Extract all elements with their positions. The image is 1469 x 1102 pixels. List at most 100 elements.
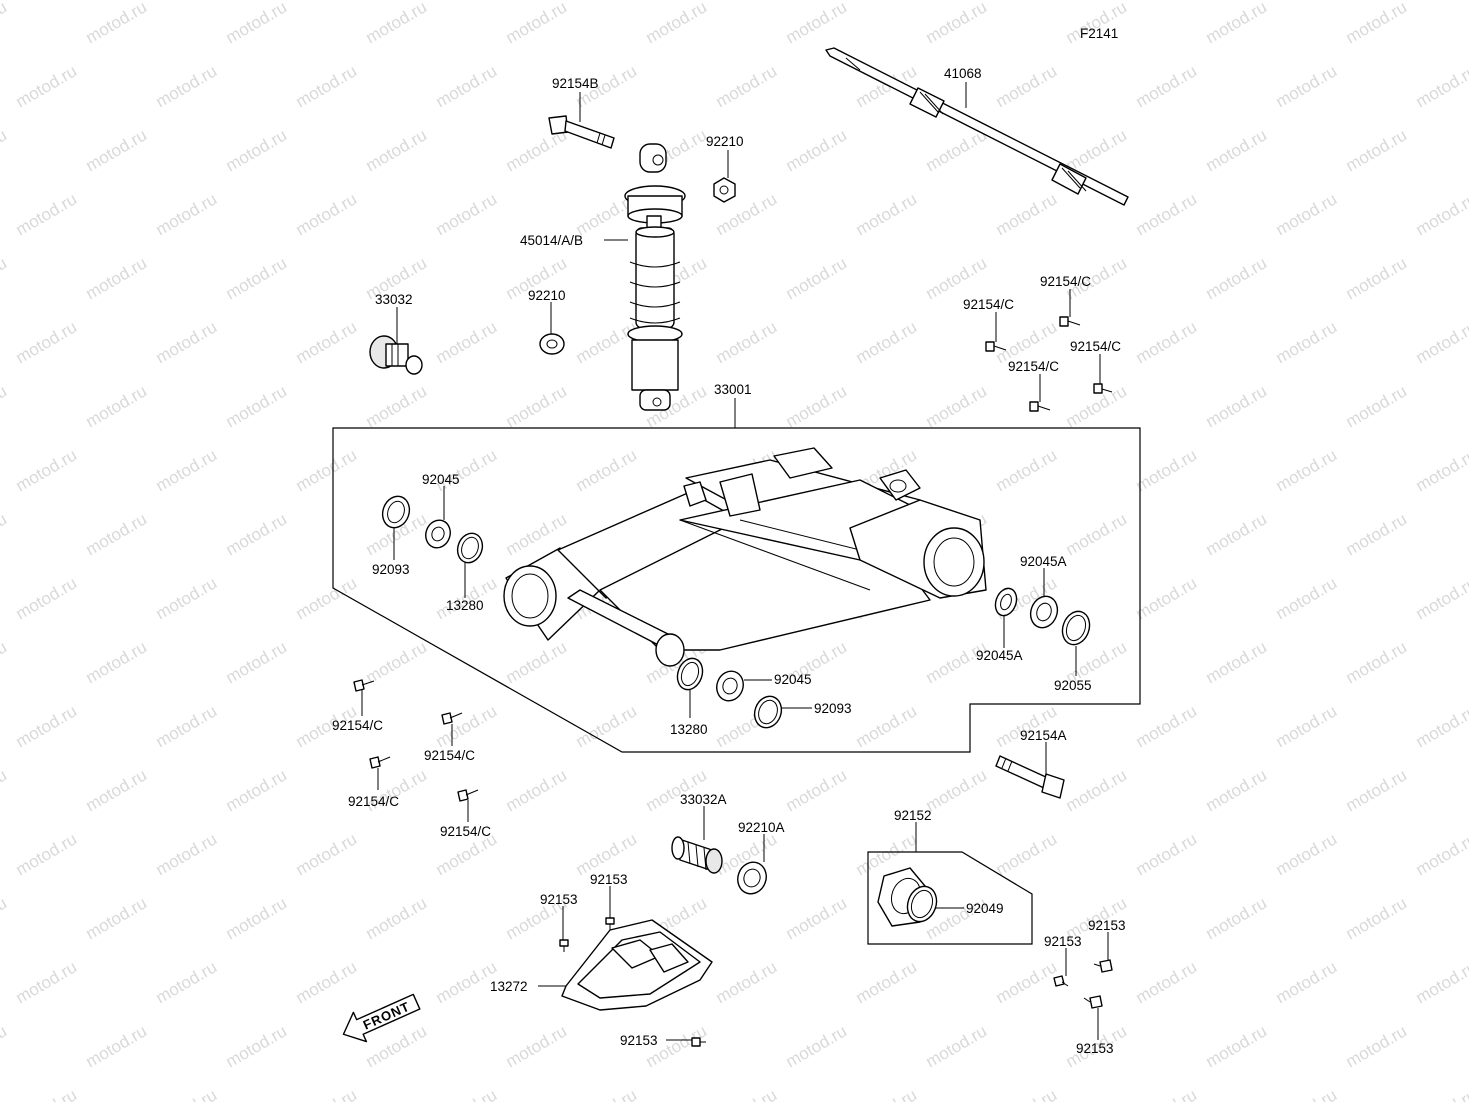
watermark-text: motod.ru: [573, 1085, 641, 1102]
watermark-text: motod.ru: [363, 125, 431, 175]
bolt-92154c-h-part: [457, 789, 479, 802]
watermark-text: motod.ru: [1413, 701, 1469, 751]
watermark-text: motod.ru: [503, 0, 571, 47]
part-label-92093-bottom: 92093: [814, 701, 852, 716]
watermark-text: motod.ru: [1413, 957, 1469, 1007]
watermark-text: motod.ru: [223, 893, 291, 943]
part-label-13280-left: 13280: [446, 598, 484, 613]
bearing-92045-bottom-part: [716, 670, 744, 702]
watermark-text: motod.ru: [153, 445, 221, 495]
watermark-text: motod.ru: [153, 701, 221, 751]
watermark-text: motod.ru: [1413, 573, 1469, 623]
watermark-text: motod.ru: [13, 573, 81, 623]
watermark-text: motod.ru: [783, 125, 851, 175]
watermark-text: motod.ru: [1203, 253, 1271, 303]
watermark-text: motod.ru: [1273, 61, 1341, 111]
watermark-text: motod.ru: [293, 957, 361, 1007]
watermark-text: motod.ru: [1413, 829, 1469, 879]
watermark-text: motod.ru: [1203, 637, 1271, 687]
part-label-92154c-a: 92154/C: [1040, 274, 1091, 289]
watermark-text: motod.ru: [1343, 509, 1411, 559]
part-label-92153-d: 92153: [1044, 934, 1082, 949]
part-label-92154c-b: 92154/C: [963, 297, 1014, 312]
watermark-text: motod.ru: [293, 445, 361, 495]
watermark-text: motod.ru: [573, 701, 641, 751]
bearing-92045a-right-part: [1029, 595, 1059, 629]
bolt-92154c-f-part: [441, 712, 463, 725]
part-label-92210-top: 92210: [706, 134, 744, 149]
part-label-92153-b: 92153: [590, 872, 628, 887]
watermark-text: motod.ru: [783, 253, 851, 303]
part-label-92045-top: 92045: [422, 472, 460, 487]
watermark-text: motod.ru: [1273, 957, 1341, 1007]
watermark-text: motod.ru: [363, 381, 431, 431]
part-label-92153-c: 92153: [620, 1033, 658, 1048]
watermark-text: motod.ru: [223, 0, 291, 47]
watermark-text: motod.ru: [83, 381, 151, 431]
watermark-text: motod.ru: [0, 0, 10, 47]
watermark-text: motod.ru: [1203, 125, 1271, 175]
watermark-text: motod.ru: [503, 637, 571, 687]
watermark-text: motod.ru: [1273, 1085, 1341, 1102]
watermark-text: motod.ru: [923, 1021, 991, 1071]
watermark-text: motod.ru: [1133, 701, 1201, 751]
watermark-text: motod.ru: [1273, 829, 1341, 879]
watermark-text: motod.ru: [1133, 829, 1201, 879]
watermark-text: motod.ru: [223, 381, 291, 431]
watermark-text: motod.ru: [783, 381, 851, 431]
watermark-text: motod.ru: [433, 1085, 501, 1102]
watermark-text: motod.ru: [713, 317, 781, 367]
bolt-92154c-d-part: [1029, 401, 1051, 412]
watermark-text: motod.ru: [13, 445, 81, 495]
watermark-text: motod.ru: [853, 317, 921, 367]
part-label-92093-left: 92093: [372, 562, 410, 577]
watermark-text: motod.ru: [13, 317, 81, 367]
watermark-text: motod.ru: [993, 61, 1061, 111]
watermark-text: motod.ru: [853, 701, 921, 751]
diagram-code: F2141: [1080, 26, 1118, 41]
drive-shaft-part: [825, 47, 1129, 206]
screw-92153-f-part: [1083, 995, 1103, 1009]
watermark-text: motod.ru: [13, 957, 81, 1007]
part-label-33001: 33001: [714, 382, 752, 397]
watermark-text: motod.ru: [83, 1021, 151, 1071]
part-label-92154c-g: 92154/C: [348, 794, 399, 809]
watermark-text: motod.ru: [363, 0, 431, 47]
part-label-92045a-top: 92045A: [1020, 554, 1067, 569]
part-label-92210-mid: 92210: [528, 288, 566, 303]
watermark-text: motod.ru: [13, 829, 81, 879]
watermark-text: motod.ru: [1063, 125, 1131, 175]
bolt-92154c-b-part: [985, 341, 1007, 352]
watermark-text: motod.ru: [923, 253, 991, 303]
watermark-text: motod.ru: [83, 637, 151, 687]
watermark-text: motod.ru: [433, 445, 501, 495]
watermark-text: motod.ru: [713, 1085, 781, 1102]
watermark-text: motod.ru: [993, 957, 1061, 1007]
watermark-text: motod.ru: [1343, 381, 1411, 431]
bolt-92154a-part: [995, 755, 1065, 799]
watermark-text: motod.ru: [713, 61, 781, 111]
part-label-41068: 41068: [944, 66, 982, 81]
swing-arm-body-part: [503, 447, 987, 667]
watermark-text: motod.ru: [0, 125, 10, 175]
watermark-text: motod.ru: [1203, 0, 1271, 47]
watermark-text: motod.ru: [853, 189, 921, 239]
watermark-text: motod.ru: [1343, 253, 1411, 303]
part-label-92154c-d: 92154/C: [1008, 359, 1059, 374]
watermark-text: motod.ru: [503, 381, 571, 431]
part-label-92153-a: 92153: [540, 892, 578, 907]
screw-92153-d-part: [1053, 975, 1069, 987]
watermark-text: motod.ru: [223, 637, 291, 687]
swing-arm-assembly-frame: [332, 427, 1141, 753]
watermark-text: motod.ru: [1203, 893, 1271, 943]
seal-92093-bottom-part: [753, 695, 783, 729]
watermark-text: motod.ru: [783, 0, 851, 47]
watermark-text: motod.ru: [13, 61, 81, 111]
watermark-text: motod.ru: [1413, 61, 1469, 111]
part-label-45014: 45014/A/B: [520, 233, 583, 248]
watermark-text: motod.ru: [1063, 509, 1131, 559]
bearing-92045a-left-part: [994, 587, 1018, 617]
watermark-text: motod.ru: [573, 317, 641, 367]
watermark-text: motod.ru: [13, 1085, 81, 1102]
